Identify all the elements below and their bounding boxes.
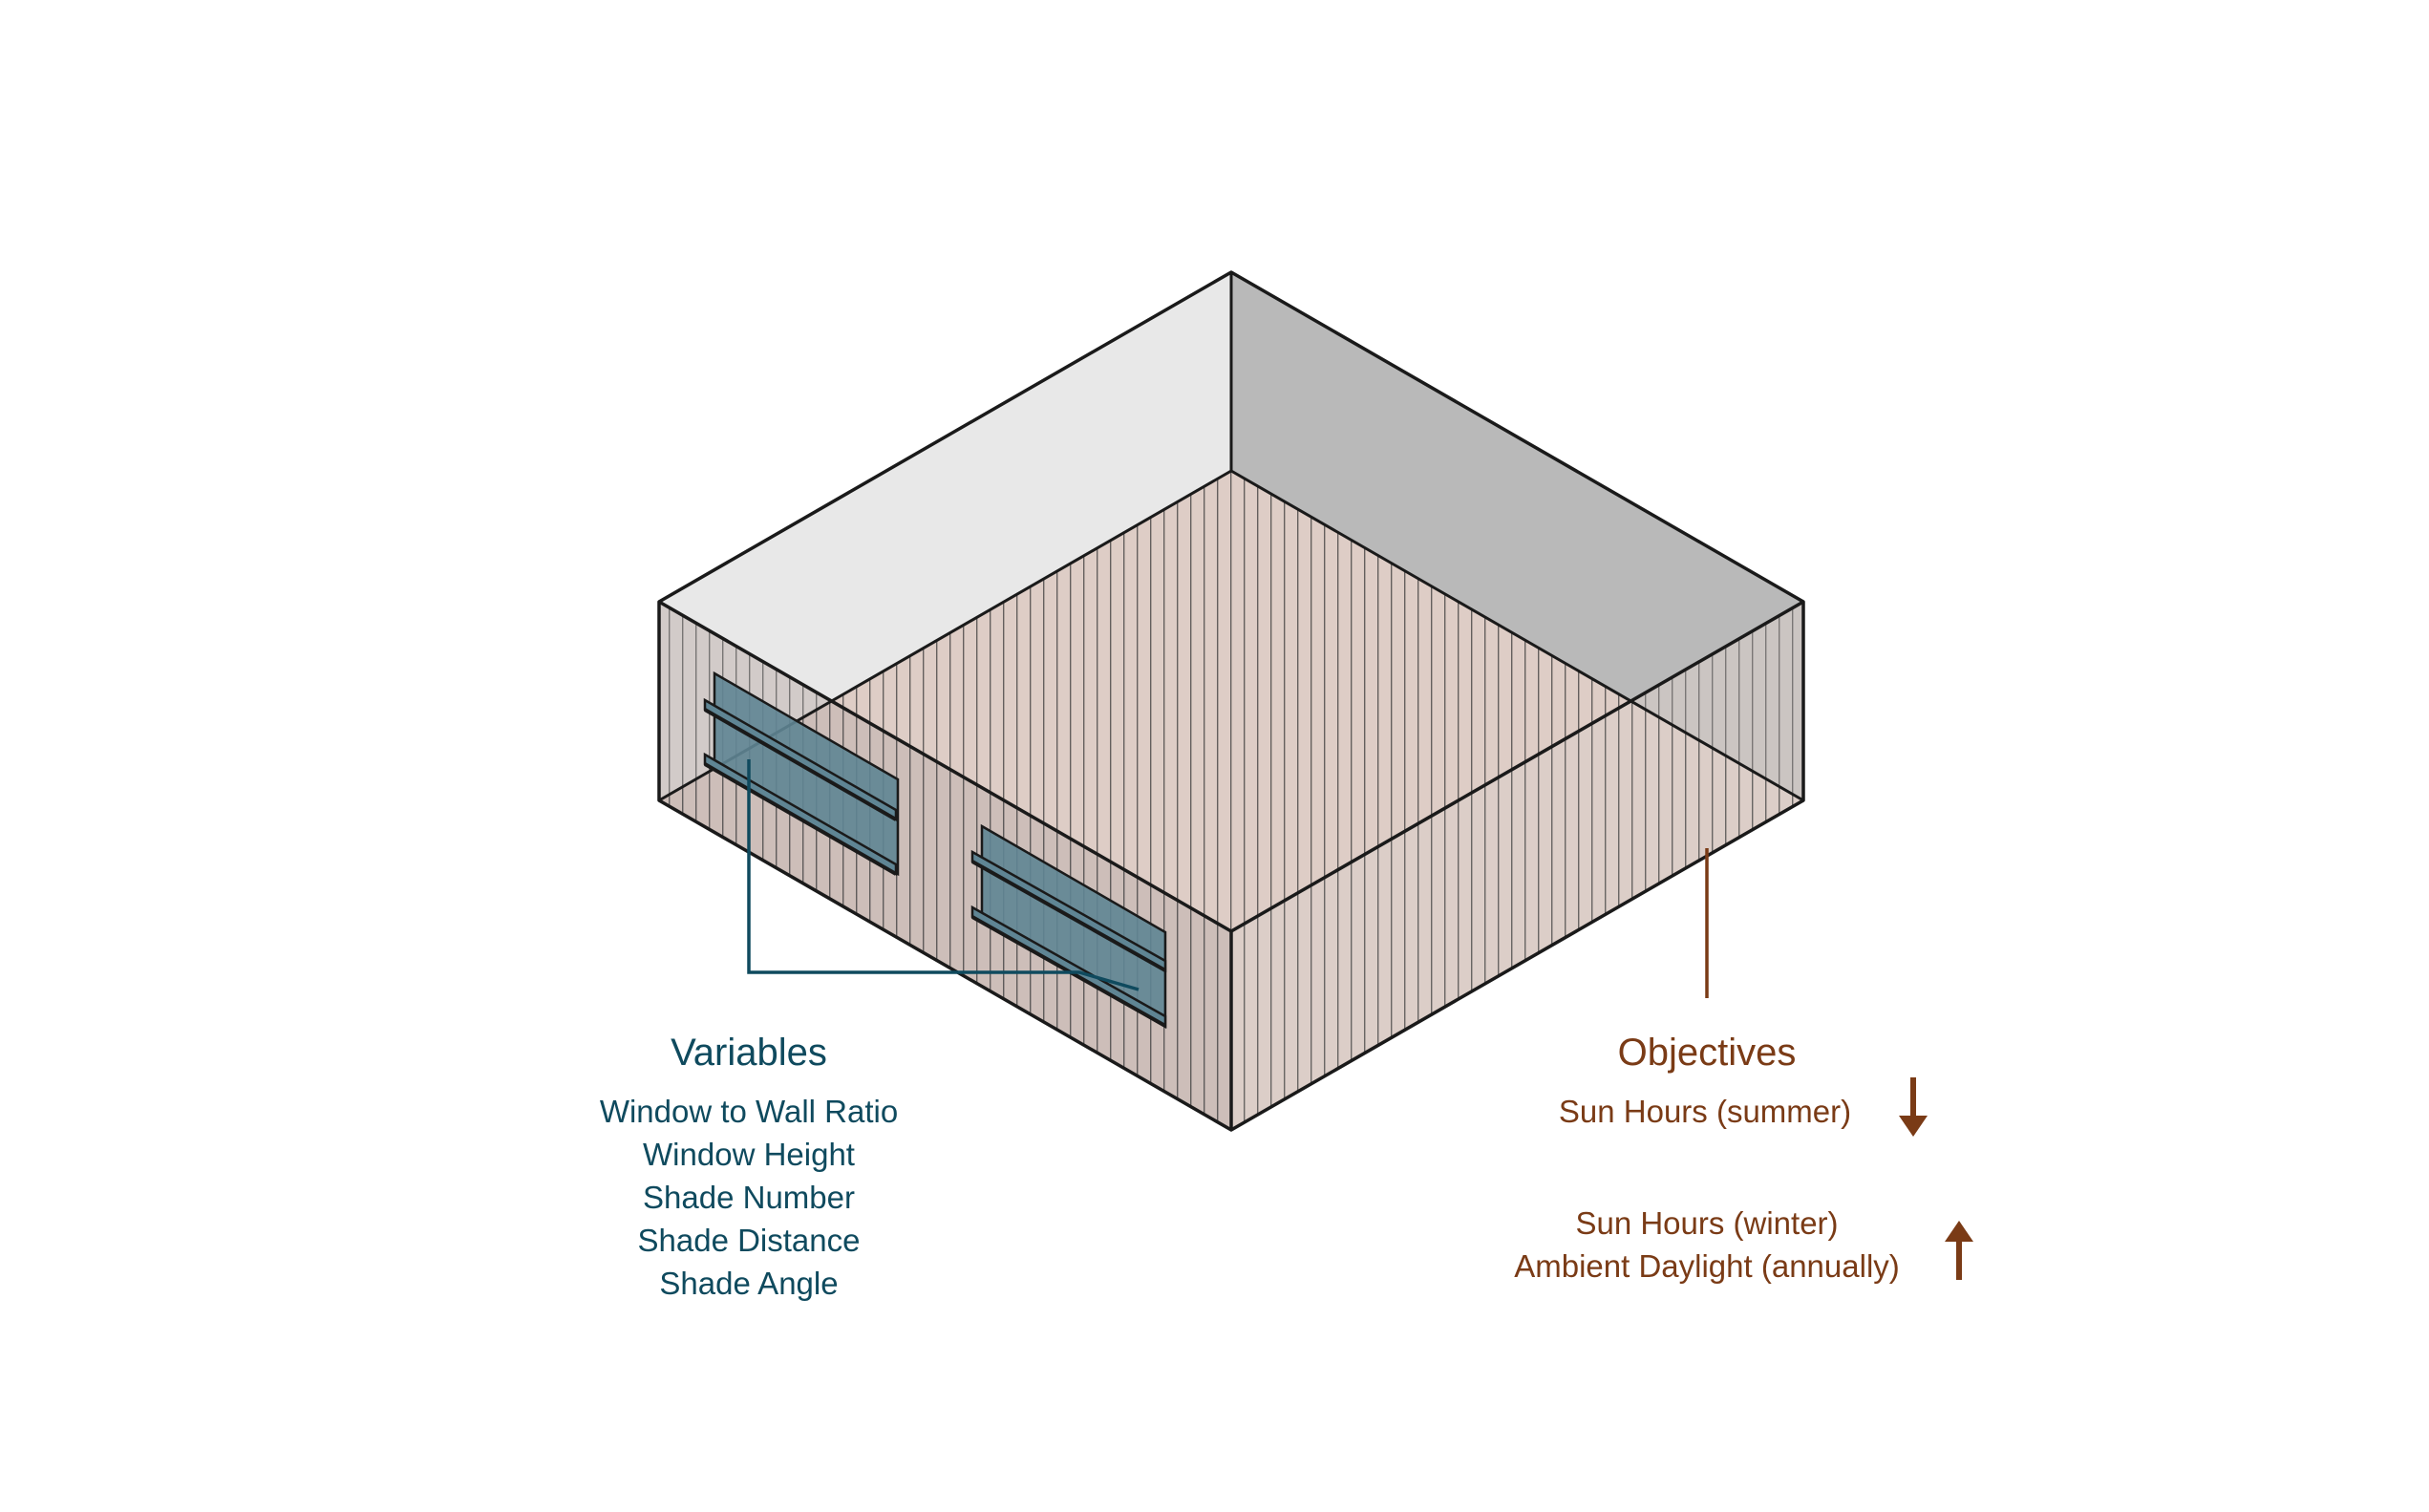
objectives-block: Objectives Sun Hours (summer) Sun Hours … [1514,1032,1900,1284]
box-outline [657,270,1805,1132]
back-edge-right [1230,469,1804,802]
front-right-wall-hatch [1231,602,1803,1130]
arrow-down-icon [1899,1077,1928,1137]
objective-maximize-item: Sun Hours (winter) [1575,1205,1838,1241]
shade-fin-edge [704,762,897,876]
shade-fin-edge [704,708,897,821]
objective-minimize-item: Sun Hours (summer) [1559,1094,1851,1129]
shade-fin-edge [971,860,1166,972]
variables-leader-line [747,759,1140,991]
variables-block: Variables Window to Wall Ratio Window He… [600,1032,898,1301]
objective-maximize-item: Ambient Daylight (annually) [1514,1248,1900,1284]
arrow-up-icon [1945,1221,1973,1280]
window-left [703,671,900,877]
objectives-heading: Objectives [1618,1032,1797,1074]
variables-item: Window to Wall Ratio [600,1094,898,1129]
building-box [657,270,1805,1132]
window-right [970,823,1167,1030]
variables-item: Shade Distance [638,1223,861,1258]
variables-item: Window Height [643,1137,855,1172]
window-glass [713,671,900,877]
variables-item: Shade Number [643,1180,855,1215]
roof-left-surface [659,272,1231,800]
roof-right-surface [1231,272,1803,800]
variables-item: Shade Angle [659,1266,838,1301]
variables-heading: Variables [671,1032,827,1074]
